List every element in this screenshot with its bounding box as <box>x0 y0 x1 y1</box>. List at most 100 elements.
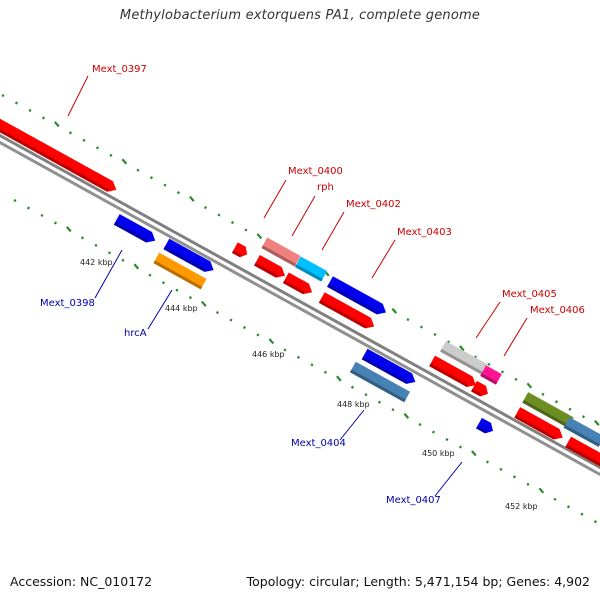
gene-shadow <box>318 300 367 329</box>
gene-g0400[interactable] <box>261 237 301 267</box>
dot-track-outer-mark <box>54 121 60 128</box>
tick-label: 446 kbp <box>252 350 285 359</box>
gene-shadow <box>294 264 323 282</box>
gene-label: rph <box>317 182 334 193</box>
gene-labels: Mext_0397Mext_0398hrcAMext_0400rphMext_0… <box>40 64 585 506</box>
dot-track-outer-mark <box>189 195 195 202</box>
label-leader-lines <box>67 75 528 497</box>
dot-track-outer-mark <box>244 228 248 232</box>
leader-line <box>339 409 365 441</box>
dot-track-outer-mark <box>68 131 73 135</box>
gene-label: Mext_0406 <box>530 305 585 316</box>
gene-gs2[interactable] <box>471 380 491 399</box>
dot-track-inner-mark <box>336 375 342 382</box>
gene-label: Mext_0398 <box>40 298 95 309</box>
dot-track-outer-mark <box>487 362 491 366</box>
gene-shadow <box>476 425 487 434</box>
dot-track-inner-mark <box>201 300 207 307</box>
dot-track-inner-mark <box>94 243 98 247</box>
leader-line <box>263 179 287 219</box>
gene-g0404[interactable] <box>349 361 411 403</box>
gene-body <box>294 256 328 282</box>
gene-shadow <box>429 363 469 387</box>
dot-track-inner-mark <box>121 258 125 262</box>
accession-text: Accession: NC_010172 <box>10 574 153 589</box>
gene-body <box>282 272 313 295</box>
dot-track-outer-mark <box>419 325 424 329</box>
tick-label: 444 kbp <box>165 304 198 313</box>
dot-track-inner-mark <box>566 505 571 509</box>
dot-tracks <box>1 93 600 524</box>
gene-gr1[interactable] <box>254 255 288 281</box>
gene-body <box>514 407 563 440</box>
gene-gs1[interactable] <box>231 242 250 259</box>
gene-shadow <box>565 444 600 468</box>
dot-track-inner-mark <box>377 400 382 404</box>
dot-track-inner-mark <box>188 296 193 300</box>
gene-gr2[interactable] <box>282 272 315 297</box>
dot-track-inner-mark <box>161 281 166 285</box>
dot-track-outer-mark <box>95 146 100 150</box>
gene-shadow <box>522 400 570 428</box>
gene-g0397[interactable] <box>0 116 119 195</box>
gene-label: Mext_0407 <box>386 495 441 506</box>
dot-track-outer-mark <box>109 153 113 157</box>
gene-g0406[interactable] <box>480 365 502 385</box>
gene-label: Mext_0403 <box>397 227 452 238</box>
gene-g0407[interactable] <box>476 417 496 436</box>
gene-shadow <box>163 246 207 272</box>
gene-shadow <box>231 250 242 258</box>
gene-label: Mext_0402 <box>346 199 401 210</box>
gene-g0398[interactable] <box>113 214 158 246</box>
dot-track-outer-mark <box>568 407 572 411</box>
gene-label: Mext_0405 <box>502 289 557 300</box>
gene-gr4[interactable] <box>514 407 565 443</box>
dot-track-outer-mark <box>41 116 46 120</box>
gene-ghrcA[interactable] <box>153 252 207 290</box>
tick-label: 452 kbp <box>505 502 538 511</box>
gene-g0402[interactable] <box>327 276 389 317</box>
dot-track-inner-mark <box>66 226 72 233</box>
gene-g0405[interactable] <box>440 341 488 375</box>
leader-line <box>434 461 463 497</box>
dot-track-inner-mark <box>242 325 247 330</box>
gene-shadow <box>563 424 600 447</box>
dot-track-outer-mark <box>203 205 208 210</box>
gene-label: Mext_0404 <box>291 438 346 449</box>
gene-shadow <box>514 415 556 440</box>
gene-shadow <box>349 369 406 403</box>
leader-line <box>321 211 345 251</box>
dot-track-inner-mark <box>485 460 490 464</box>
dot-track-inner-mark <box>296 355 301 359</box>
gene-grph[interactable] <box>294 256 328 282</box>
gene-body <box>0 116 117 192</box>
gene-golive[interactable] <box>522 392 574 428</box>
dot-track-inner-mark <box>471 450 477 457</box>
gene-gr5[interactable] <box>565 436 600 472</box>
gene-body <box>522 392 574 428</box>
gene-shadow <box>261 245 297 267</box>
gene-shadow <box>480 373 498 385</box>
dot-track-inner-mark <box>53 221 58 225</box>
leader-line <box>475 301 501 339</box>
gene-body <box>563 417 600 447</box>
dot-track-inner-mark <box>148 273 152 277</box>
dot-track-outer-mark <box>230 220 235 225</box>
dot-track-inner-mark <box>268 338 275 345</box>
dot-track-inner-mark <box>310 363 314 367</box>
dot-track-inner-mark <box>107 251 112 255</box>
gene-gb3[interactable] <box>361 348 419 388</box>
dot-track-inner-mark <box>553 497 557 501</box>
gene-g0403[interactable] <box>318 292 377 332</box>
gene-gsteel[interactable] <box>563 417 600 447</box>
dot-track-inner-mark <box>403 412 410 419</box>
gene-shadow <box>113 221 148 243</box>
gene-label: hrcA <box>124 328 147 339</box>
gene-body <box>113 214 156 243</box>
gene-body <box>153 252 207 290</box>
dot-track-outer-mark <box>500 370 505 374</box>
gene-gr3[interactable] <box>429 355 479 391</box>
gene-shadow <box>361 356 408 384</box>
gene-gb2[interactable] <box>163 238 216 276</box>
gene-label: Mext_0400 <box>288 166 343 177</box>
